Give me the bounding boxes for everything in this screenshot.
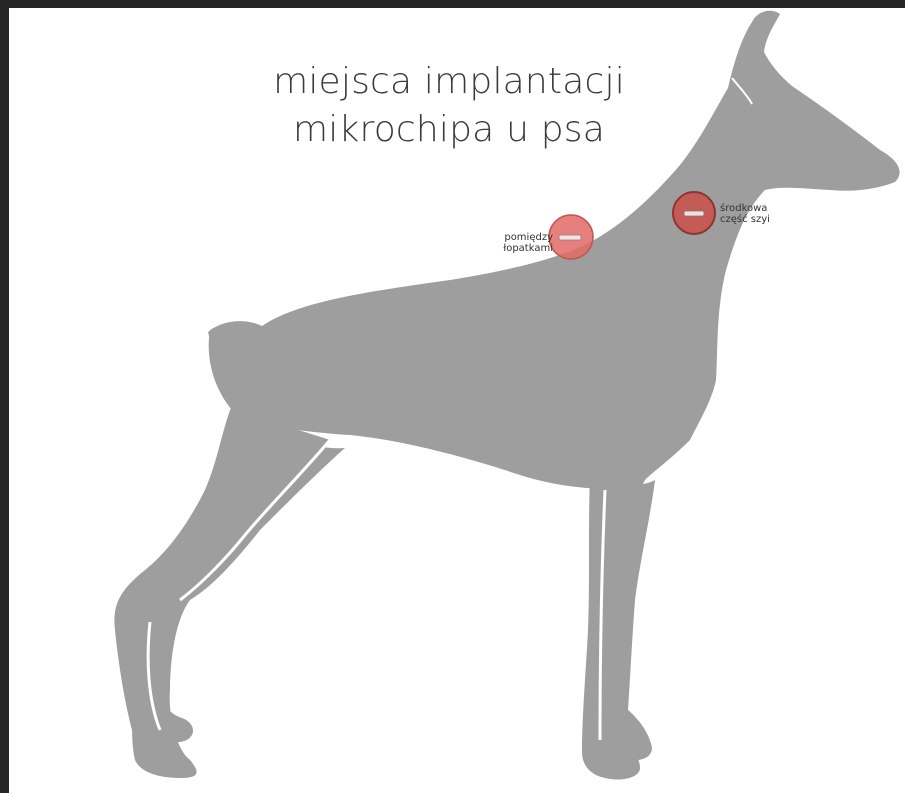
- microchip-icon: [684, 211, 704, 216]
- site-label-shoulders-line-1: pomiędzy: [487, 232, 553, 243]
- implant-site-shoulders: [549, 215, 593, 259]
- site-label-shoulders: pomiędzy łopatkami: [487, 232, 553, 254]
- diagram-panel: miejsca implantacji mikrochipa u psa: [9, 8, 905, 793]
- dog-body: [114, 11, 899, 780]
- dog-silhouette: [9, 8, 905, 793]
- microchip-icon: [559, 235, 581, 240]
- site-label-neck: środkowa część szyi: [720, 203, 800, 225]
- site-label-shoulders-line-2: łopatkami: [487, 243, 553, 254]
- implant-site-neck: [673, 192, 715, 234]
- site-label-neck-line-2: część szyi: [720, 214, 800, 225]
- site-label-neck-line-1: środkowa: [720, 203, 800, 214]
